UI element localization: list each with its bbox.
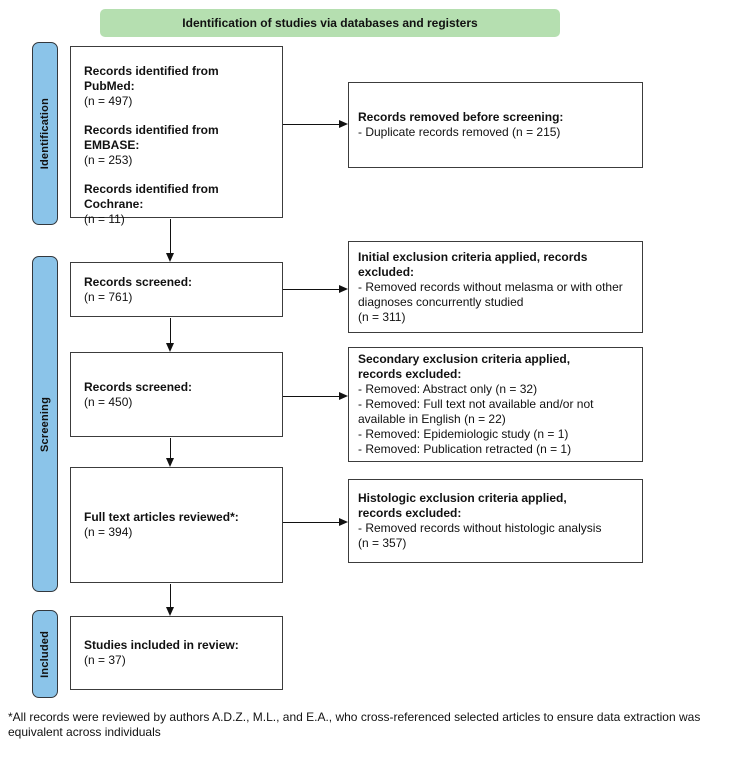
records-identified-embase: Records identified from EMBASE: (n = 253… [84,123,269,168]
box-records-screened-1: Records screened: (n = 761) [70,262,283,317]
records-identified-cochrane: Records identified from Cochrane: (n = 1… [84,182,269,227]
diagram-header-banner: Identification of studies via databases … [100,9,560,37]
box-records-removed-before-screening: Records removed before screening: - Dupl… [348,82,643,168]
records-identified-pubmed: Records identified from PubMed: (n = 497… [84,64,269,109]
full-text-reviewed-title: Full text articles reviewed*: [84,510,239,524]
secondary-exclusion-item-4: - Removed: Publication retracted (n = 1) [358,442,572,456]
stage-included-text: Included [39,630,51,678]
arrow-identified-to-screened1-icon [165,219,174,262]
embase-count: (n = 253) [84,153,133,167]
stage-identification-text: Identification [39,97,51,170]
box-studies-included: Studies included in review: (n = 37) [70,616,283,690]
box-records-screened-2: Records screened: (n = 450) [70,352,283,437]
arrow-identified-to-removed-icon [283,119,348,128]
embase-title: Records identified from EMBASE: [84,123,219,152]
studies-included-count: (n = 37) [84,653,126,667]
secondary-exclusion-item-2: - Removed: Full text not available and/o… [358,397,594,426]
stage-label-included: Included [32,610,58,698]
records-screened-2-count: (n = 450) [84,394,133,409]
box-secondary-exclusion: Secondary exclusion criteria applied, re… [348,347,643,462]
secondary-exclusion-item-3: - Removed: Epidemiologic study (n = 1) [358,427,569,441]
records-screened-2-title: Records screened: [84,379,193,394]
stage-label-screening: Screening [32,256,58,592]
arrow-screened2-to-fulltext-icon [165,438,174,467]
arrow-screened1-to-initial-exclusion-icon [283,284,348,293]
footnote: *All records were reviewed by authors A.… [8,710,701,739]
full-text-reviewed-count: (n = 394) [84,525,133,539]
arrow-fulltext-to-included-icon [165,584,174,616]
records-removed-item: - Duplicate records removed (n = 215) [358,125,561,139]
secondary-exclusion-item-1: - Removed: Abstract only (n = 32) [358,382,538,396]
histologic-exclusion-title: Histologic exclusion criteria applied, r… [358,491,567,520]
arrow-screened2-to-secondary-exclusion-icon [283,391,348,400]
records-screened-1-title: Records screened: [84,274,193,289]
histologic-exclusion-item: - Removed records without histologic ana… [358,521,602,550]
records-screened-1-count: (n = 761) [84,289,133,304]
box-full-text-reviewed: Full text articles reviewed*: (n = 394) [70,467,283,583]
records-removed-title: Records removed before screening: [358,110,564,124]
stage-screening-text: Screening [39,396,51,452]
arrow-fulltext-to-histologic-exclusion-icon [283,517,348,526]
box-initial-exclusion: Initial exclusion criteria applied, reco… [348,241,643,333]
cochrane-title: Records identified from Cochrane: [84,182,219,211]
stage-label-identification: Identification [32,42,58,225]
box-records-identified: Records identified from PubMed: (n = 497… [70,46,283,226]
secondary-exclusion-title: Secondary exclusion criteria applied, re… [358,352,571,381]
studies-included-title: Studies included in review: [84,638,239,652]
pubmed-title: Records identified from PubMed: [84,64,219,93]
diagram-header-label: Identification of studies via databases … [182,16,478,30]
arrow-screened1-to-screened2-icon [165,318,174,352]
initial-exclusion-title: Initial exclusion criteria applied, reco… [358,249,588,279]
box-histologic-exclusion: Histologic exclusion criteria applied, r… [348,479,643,563]
cochrane-count: (n = 11) [84,212,125,226]
initial-exclusion-item: - Removed records without melasma or wit… [358,279,623,324]
pubmed-count: (n = 497) [84,94,133,108]
